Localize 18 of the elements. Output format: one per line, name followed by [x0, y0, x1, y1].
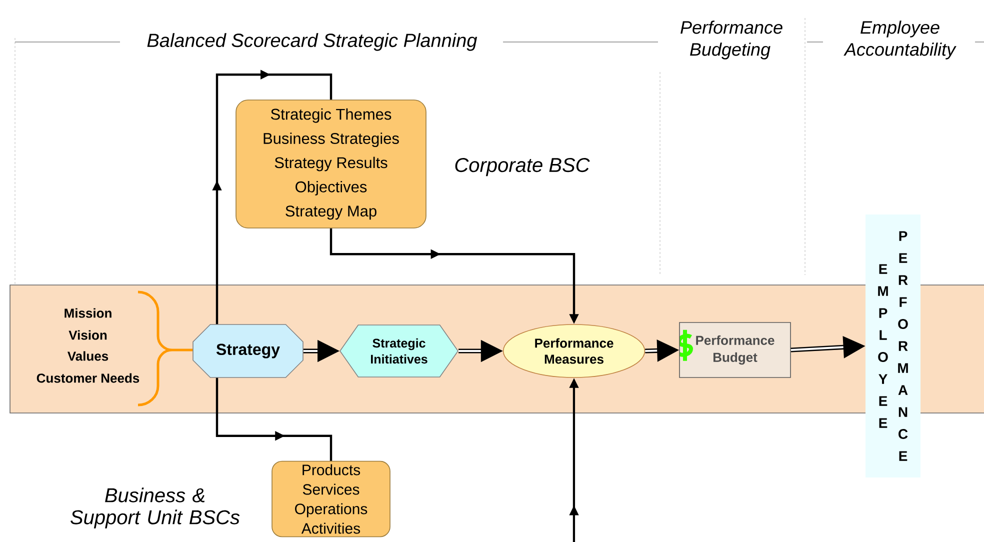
- list-item: Values: [68, 351, 108, 361]
- list-item: Vision: [68, 330, 107, 340]
- section-heading: Balanced Scorecard Strategic Planning: [146, 32, 478, 52]
- text-box: Strategic Themes Business Strategies Strategy Results Objectives Strategy Map: [236, 100, 426, 228]
- arrow: [216, 378, 332, 461]
- section-heading: Performance Budgeting: [679, 20, 782, 60]
- group-label: Business & Support Unit BSCs: [70, 488, 240, 528]
- group-label: Corporate BSC: [455, 158, 590, 176]
- arrow: [212, 70, 332, 324]
- list-item: Customer Needs: [36, 373, 140, 383]
- vertical-text-box: EMPLOYEE PERFORMANCE: [866, 214, 920, 478]
- section-heading: Employee Accountability: [834, 20, 966, 60]
- octagon-box: Strategy: [192, 324, 304, 378]
- hexagon-box: Strategic Initiatives: [340, 324, 458, 378]
- list-item: Mission: [64, 308, 112, 318]
- text-box: Products Services Operations Activities: [272, 460, 390, 538]
- ellipse-box: Performance Measures: [502, 324, 646, 378]
- budget-box: Performance Budget: [679, 322, 791, 378]
